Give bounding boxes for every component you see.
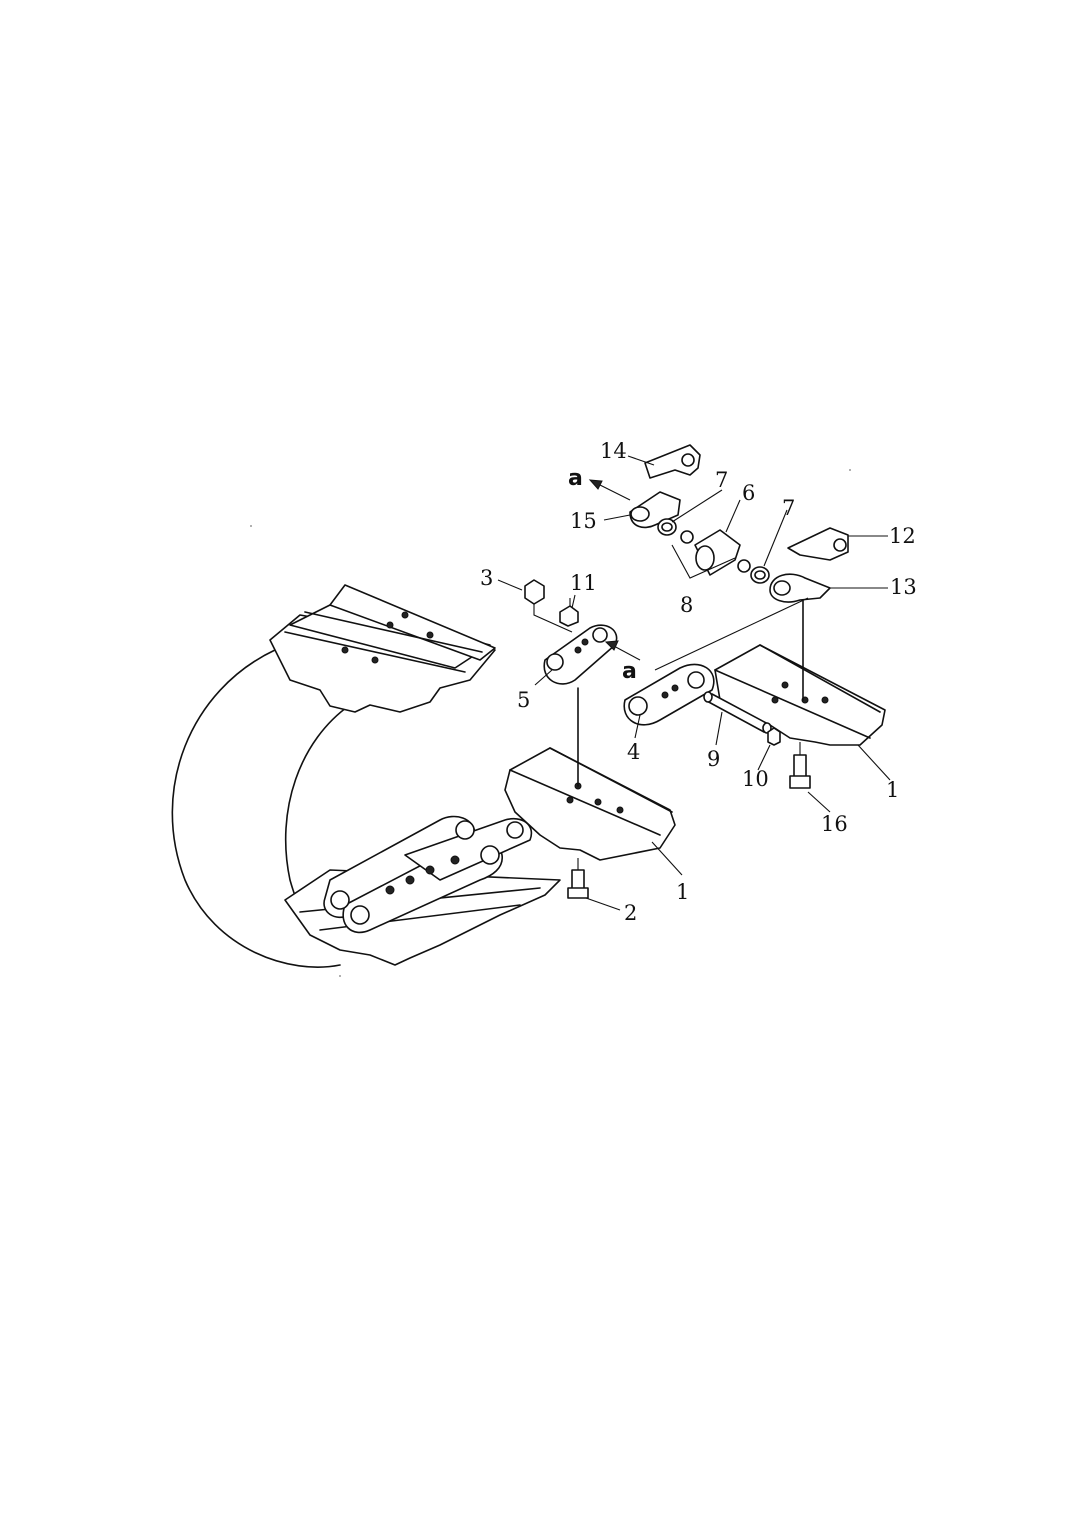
callout-3: 3 xyxy=(480,566,493,590)
callout-12: 12 xyxy=(889,524,916,548)
view-arrow-middle xyxy=(604,640,641,661)
track-belt-assembly xyxy=(171,584,561,968)
track-link-5 xyxy=(543,624,618,685)
view-letter-a-middle: a xyxy=(622,659,637,684)
callout-13: 13 xyxy=(890,575,917,599)
callout-8: 8 xyxy=(680,593,693,617)
seal-7-left xyxy=(657,518,677,536)
track-link-4 xyxy=(623,663,715,726)
leader-lines xyxy=(497,455,891,911)
view-letter-a-top: a xyxy=(568,466,583,491)
view-arrow-top xyxy=(588,479,631,501)
scan-speck xyxy=(250,525,252,527)
callout-9: 9 xyxy=(707,747,720,771)
link-bolt-11 xyxy=(559,598,579,627)
callout-10: 10 xyxy=(742,767,769,791)
scan-speck xyxy=(339,975,341,977)
master-link-14 xyxy=(644,444,701,479)
upper-track-shoes xyxy=(269,584,496,713)
callout-14: 14 xyxy=(600,439,627,463)
callout-11: 11 xyxy=(570,571,597,595)
callout-16: 16 xyxy=(821,812,848,836)
callout-7-left: 7 xyxy=(715,468,728,492)
callout-4: 4 xyxy=(627,740,640,764)
master-link-13 xyxy=(769,573,831,603)
spacer-8-right xyxy=(737,559,751,573)
spacer-group-bracket xyxy=(671,544,736,579)
track-shoe-1-right xyxy=(714,594,886,746)
callout-1-right: 1 xyxy=(886,778,899,802)
shoe-bolt-16 xyxy=(789,742,811,789)
callout-1-middle: 1 xyxy=(676,880,689,904)
bushing-6 xyxy=(694,529,741,576)
shoe-bolt-2 xyxy=(567,858,589,899)
track-shoe-1-middle xyxy=(504,687,676,861)
track-pin-9 xyxy=(703,691,772,734)
callout-6: 6 xyxy=(742,481,755,505)
assembly-guide-line xyxy=(654,597,809,671)
spacer-8-left xyxy=(680,530,694,544)
callout-2: 2 xyxy=(624,901,637,925)
master-link-12 xyxy=(787,527,849,561)
lower-chain-links xyxy=(323,815,533,934)
pin-spacer-10 xyxy=(767,727,781,746)
scan-speck xyxy=(849,469,851,471)
callout-15: 15 xyxy=(570,509,597,533)
track-belt-outline xyxy=(171,649,341,968)
seal-7-right xyxy=(750,566,770,584)
callout-5: 5 xyxy=(517,688,530,712)
callout-labels: 14 15 7 6 7 12 13 8 3 11 5 4 9 10 1 2 1 … xyxy=(480,439,917,925)
link-nut-3 xyxy=(524,579,573,633)
callout-7-right: 7 xyxy=(782,496,795,520)
